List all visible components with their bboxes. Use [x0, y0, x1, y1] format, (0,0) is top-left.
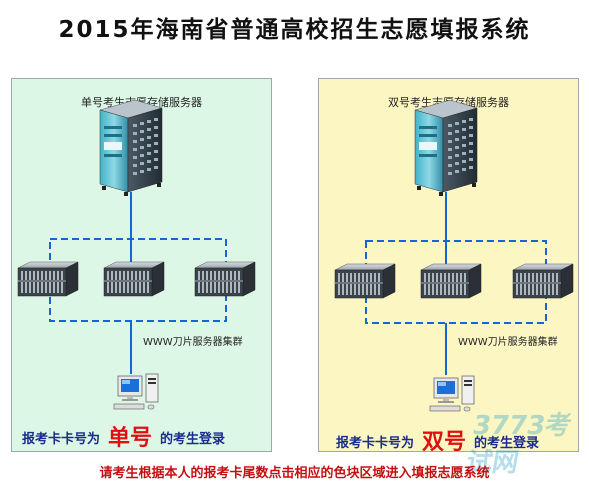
page-title: 2015年海南省普通高校招生志愿填报系统: [58, 17, 531, 43]
blade-server-icon: [420, 263, 482, 299]
blade-server-icon: [103, 261, 165, 297]
desktop-computer-icon: [113, 373, 159, 410]
odd-login-suffix: 的考生登录: [160, 432, 226, 447]
even-login-suffix: 的考生登录: [474, 436, 540, 451]
desktop-computer-icon: [429, 375, 475, 412]
right-network: [334, 99, 574, 412]
odd-login-highlight: 单号: [108, 426, 153, 451]
blade-server-icon: [512, 263, 574, 299]
even-login-prompt[interactable]: 报考卡卡号为双号的考生登录: [336, 424, 539, 456]
left-network: [17, 99, 256, 410]
blade-server-icon: [17, 261, 79, 297]
odd-login-prompt[interactable]: 报考卡卡号为单号的考生登录: [22, 420, 225, 452]
even-login-highlight: 双号: [422, 430, 467, 455]
blade-server-icon: [194, 261, 256, 297]
blade-server-icon: [334, 263, 396, 299]
right-cluster-label: WWW刀片服务器集群: [458, 337, 558, 348]
tower-server-icon: [414, 99, 478, 197]
tower-server-icon: [99, 99, 163, 197]
instruction-text: 请考生根据本人的报考卡尾数点击相应的色块区域进入填报志愿系统: [99, 466, 490, 481]
left-cluster-label: WWW刀片服务器集群: [143, 337, 243, 348]
even-login-prefix: 报考卡卡号为: [336, 436, 415, 451]
odd-login-prefix: 报考卡卡号为: [22, 432, 101, 447]
